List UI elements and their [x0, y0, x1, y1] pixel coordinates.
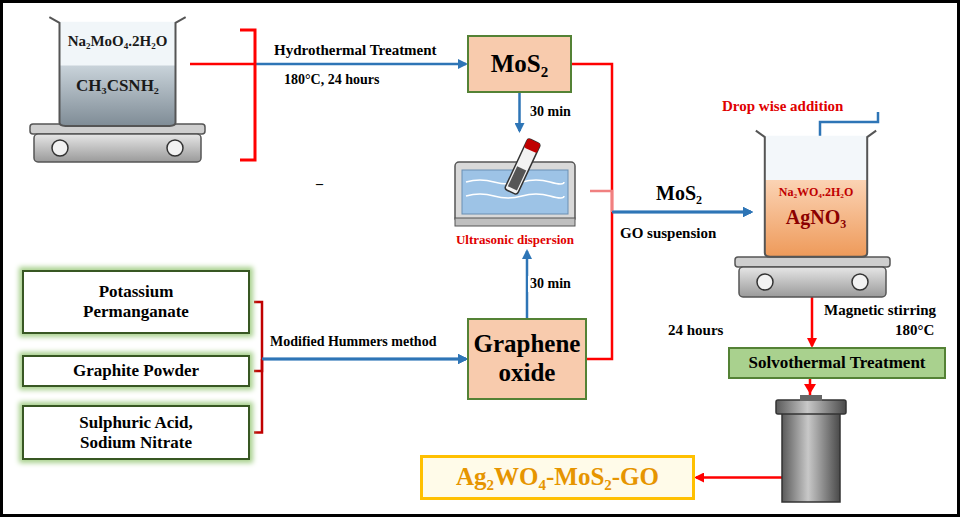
- beaker: Na₂WO₄.2H₂O AgNO₃: [752, 128, 880, 258]
- flow-arrow: [190, 64, 466, 65]
- product-box: MoS₂: [467, 35, 572, 93]
- arrow-line: [612, 211, 751, 214]
- hot-plate: [30, 124, 205, 162]
- reagent-box: Potassium Permanganate: [22, 270, 250, 334]
- arrow-line: [612, 211, 751, 214]
- node-text: Sulphuric Acid, Sodium Nitrate: [61, 413, 211, 452]
- arrow-line: [612, 211, 751, 214]
- autoclave: [776, 384, 846, 502]
- arrow-label: 30 min: [528, 104, 573, 120]
- ultrasonic-bath: Ultrasonic dispersion: [440, 132, 590, 250]
- node-text: Solvothermal Treatment: [748, 353, 925, 373]
- arrow-line: [262, 358, 466, 361]
- node-text: Ultrasonic dispersion: [456, 233, 574, 248]
- arrow-label: Modified Hummers method: [268, 334, 438, 350]
- annotation-label: 180°C, 24 hours: [282, 72, 381, 88]
- node-text: MoS₂: [491, 50, 549, 79]
- arrow-line: [590, 191, 612, 212]
- node-text: Ag₂WO₄-MoS₂-GO: [456, 463, 659, 492]
- flow-arrow: [519, 93, 520, 131]
- arrow-label: GO suspension: [618, 225, 718, 242]
- bracket: [240, 30, 255, 160]
- arrow-line: [255, 63, 466, 66]
- annotation-label: –: [314, 176, 325, 192]
- arrow-line: [262, 358, 466, 361]
- arrow-line: [254, 359, 262, 433]
- process-box: Solvothermal Treatment: [728, 347, 946, 379]
- node-text: Graphite Powder: [73, 361, 199, 381]
- arrow-line: [587, 212, 612, 359]
- flow-arrow: [254, 302, 466, 359]
- product-box: Graphene oxide: [467, 318, 587, 400]
- flow-arrow: [587, 212, 751, 359]
- annotation-label: 180°C: [893, 322, 936, 339]
- annotation-label: Drop wise addition: [720, 98, 845, 115]
- beaker: Na₂MoO₄.2H₂O CH₃CSNH₂: [45, 15, 190, 127]
- flow-arrow: [572, 64, 751, 212]
- node-text: Na₂MoO₄.2H₂O: [68, 33, 168, 50]
- annotation-label: Magnetic stirring: [822, 302, 938, 319]
- node-text: Na₂WO₄.2H₂O: [779, 186, 853, 200]
- arrow-label: MoS₂: [654, 182, 704, 205]
- node-text: Potassium Permanganate: [61, 282, 211, 321]
- arrow-label: Hydrothermal Treatment: [272, 42, 439, 59]
- flow-arrow: [254, 359, 466, 371]
- result-box: Ag₂WO₄-MoS₂-GO: [420, 455, 695, 500]
- reagent-box: Sulphuric Acid, Sodium Nitrate: [22, 405, 250, 460]
- hot-plate: [735, 257, 890, 297]
- reagent-box: Graphite Powder: [22, 355, 250, 387]
- flow-arrow: [254, 359, 466, 433]
- arrow-label: 30 min: [528, 276, 573, 292]
- arrow-line: [572, 64, 612, 212]
- node-text: Graphene oxide: [473, 330, 581, 388]
- annotation-label: 24 hours: [666, 322, 725, 339]
- arrow-line: [190, 63, 255, 66]
- node-text: CH₃CSNH₂: [76, 76, 159, 96]
- arrow-line: [262, 358, 466, 361]
- arrow-line: [254, 302, 262, 359]
- node-text: AgNO₃: [786, 206, 846, 229]
- arrow-line: [518, 93, 521, 131]
